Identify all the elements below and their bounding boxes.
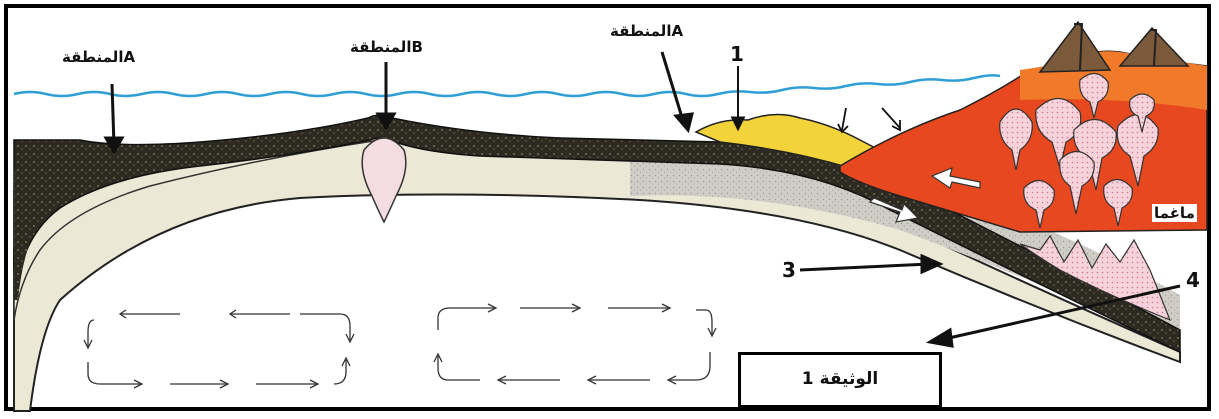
label-number-3: 3 [782,258,796,282]
label-magma: ماغما [1152,204,1197,222]
label-number-1: 1 [730,42,744,66]
convection-cell-left [84,310,354,388]
continent-small-arrows [838,108,900,132]
document-caption: الوثيقة 1 [741,369,939,389]
document-caption-box: الوثيقة 1 [738,352,942,408]
label-zone-a-right: المنطقةA [610,22,683,40]
label-number-4: 4 [1186,268,1200,292]
convection-cell-right [434,304,716,384]
sea-surface-line [14,75,1000,96]
label-zone-b: المنطقةB [350,38,423,56]
label-zone-a-left: المنطقةA [62,48,135,66]
ridge-magma-chamber [362,138,406,222]
